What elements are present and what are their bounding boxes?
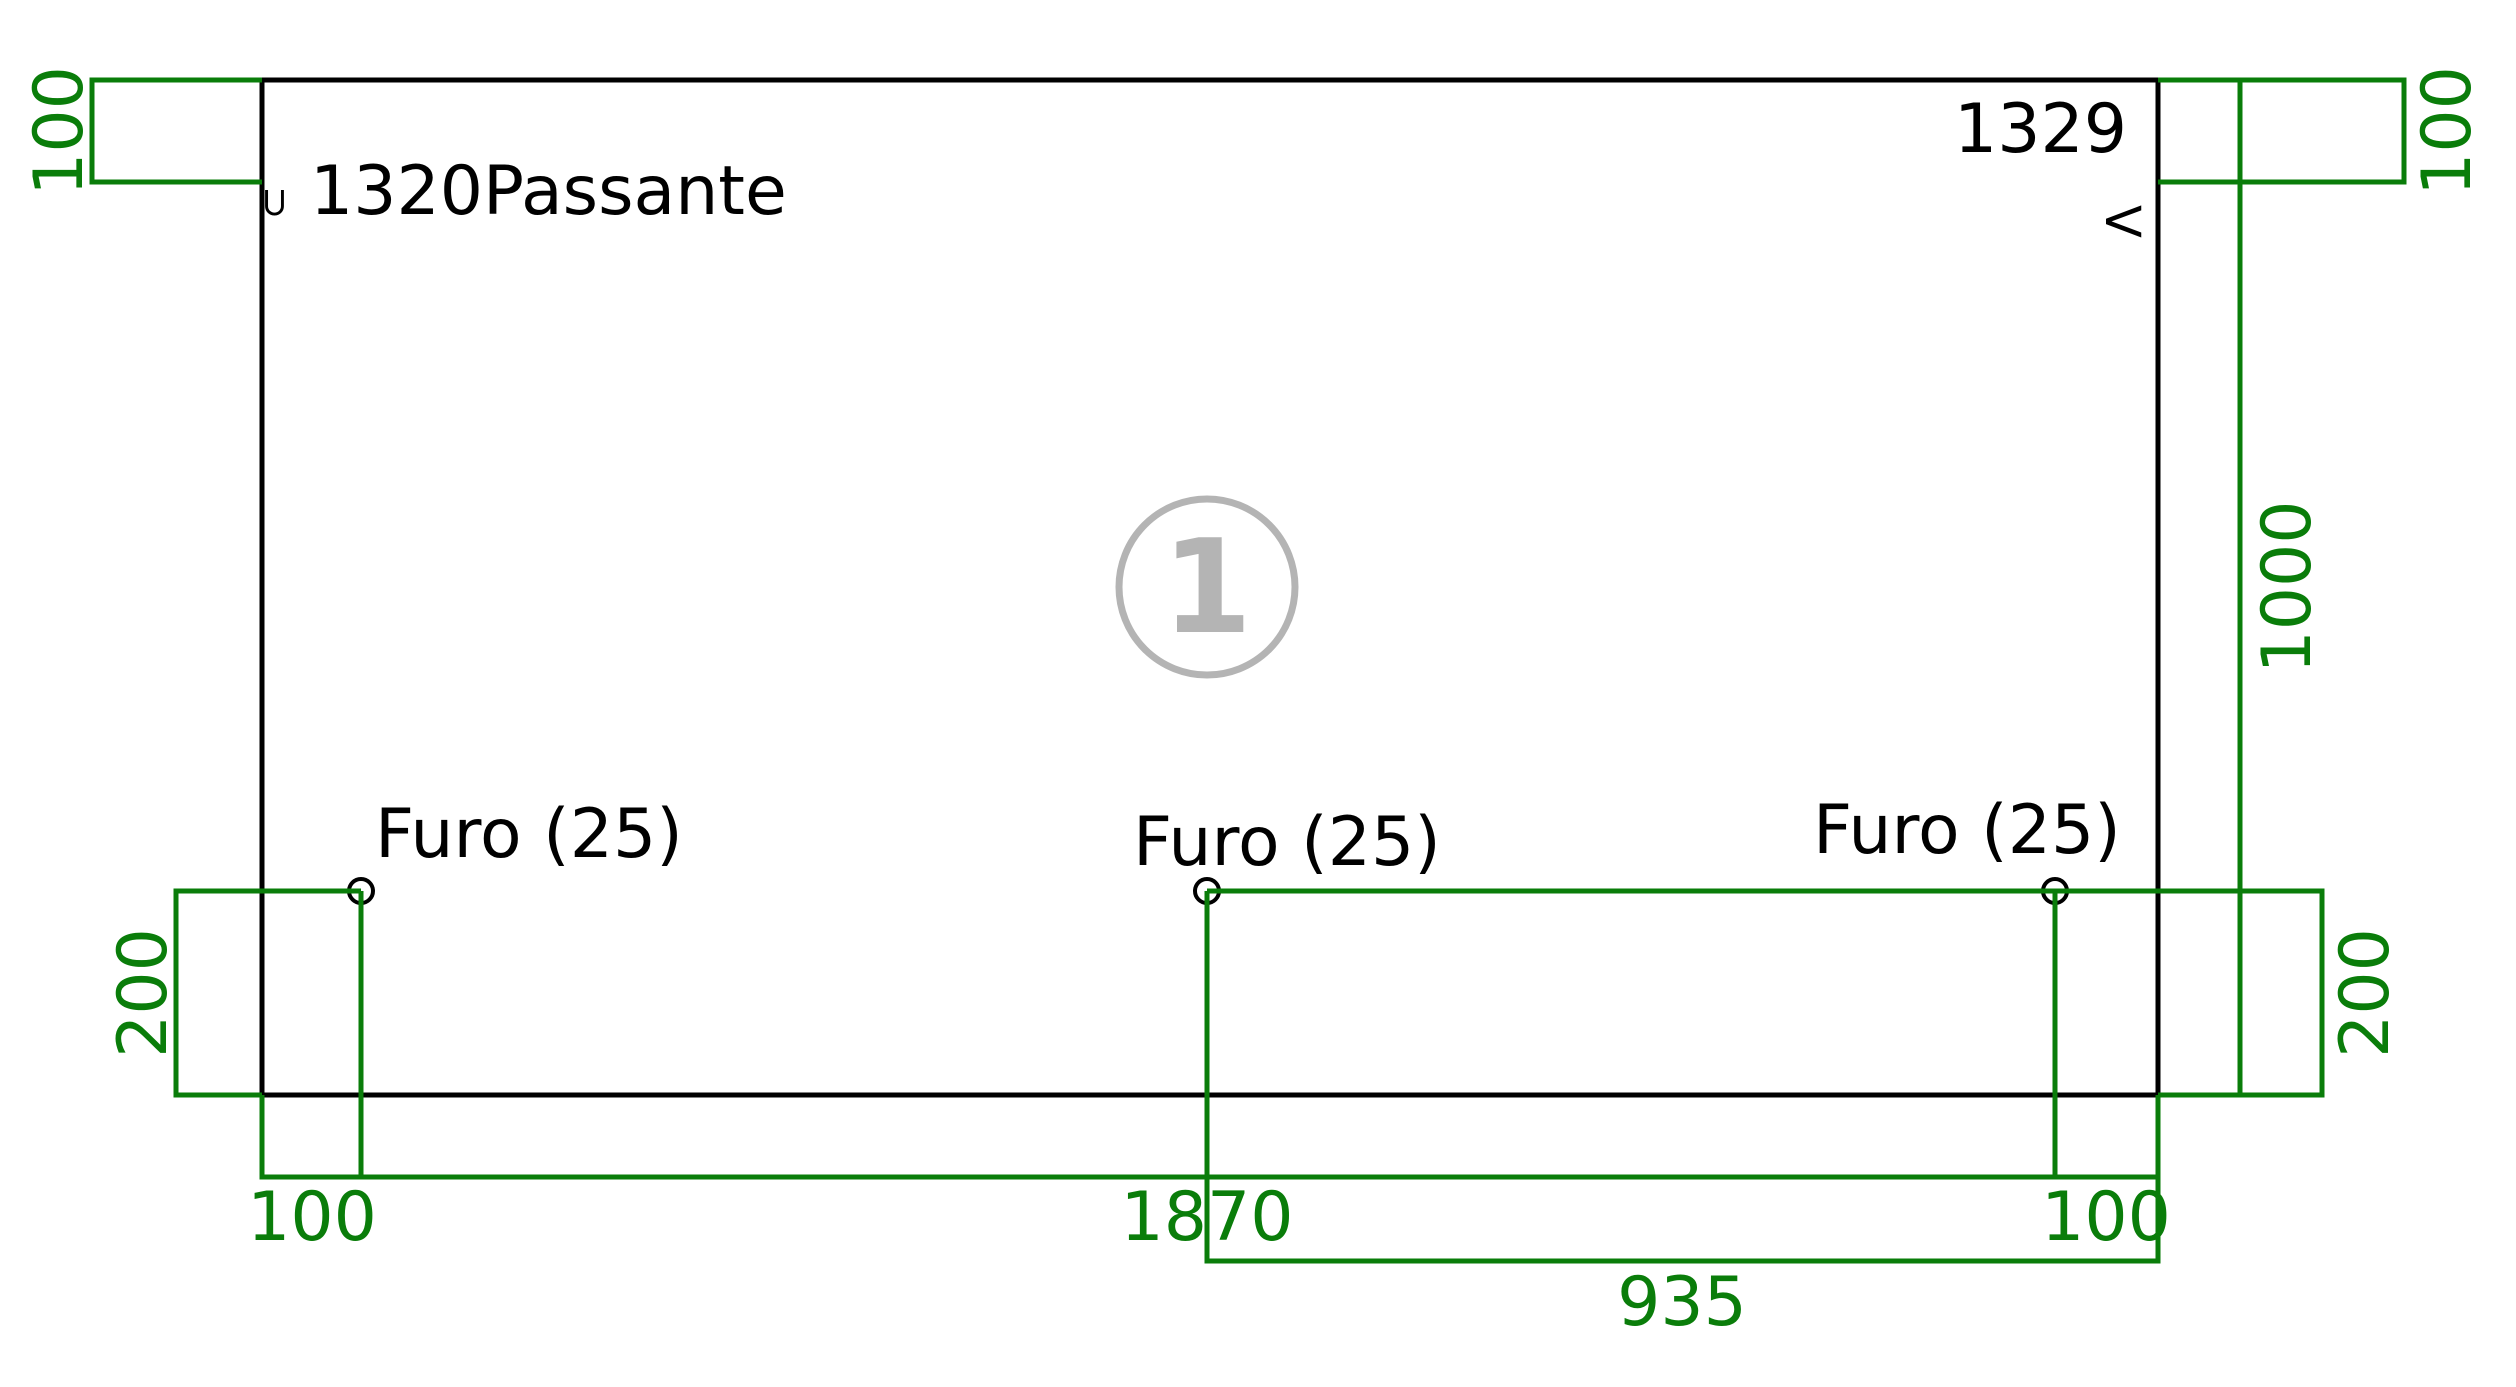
dimension-bottom-half-value: 935	[1617, 1263, 1747, 1342]
dimension-hole-left-height-value: 200	[104, 928, 183, 1058]
panel-outline	[259, 77, 2161, 1098]
dimension-top-left: 100	[20, 66, 262, 196]
dimension-top-right-value: 100	[2408, 66, 2487, 196]
dimension-top-right: 100	[2158, 66, 2487, 196]
dimension-height: 1000	[2158, 80, 2327, 1098]
dimension-bottom-chain: 100 1870 100 935	[247, 888, 2171, 1342]
dimension-bottom-right-value: 100	[2041, 1178, 2171, 1257]
hole-label-left: Furo (25)	[375, 795, 683, 874]
dimension-top-left-value: 100	[20, 66, 99, 196]
panel-mark-top-right: V	[2094, 205, 2150, 238]
panel-mark-top-left: ⊃	[252, 186, 298, 220]
panel-label-top-left: 1320Passante	[310, 152, 787, 231]
panel-number: 1	[1162, 511, 1252, 663]
dimension-height-value: 1000	[2248, 500, 2327, 673]
dimension-hole-right-height: 200	[2055, 888, 2405, 1098]
hole-label-center: Furo (25)	[1133, 803, 1441, 882]
panel-number-badge	[1115, 495, 1299, 679]
dimension-bottom-left-value: 100	[247, 1178, 377, 1257]
hole-label-right: Furo (25)	[1813, 791, 2121, 870]
dimension-hole-left-height: 200	[104, 888, 361, 1098]
panel-label-top-right: 1329	[1954, 90, 2127, 169]
dimension-bottom-total-value: 1870	[1120, 1178, 1293, 1257]
dimension-hole-right-height-value: 200	[2326, 928, 2405, 1058]
